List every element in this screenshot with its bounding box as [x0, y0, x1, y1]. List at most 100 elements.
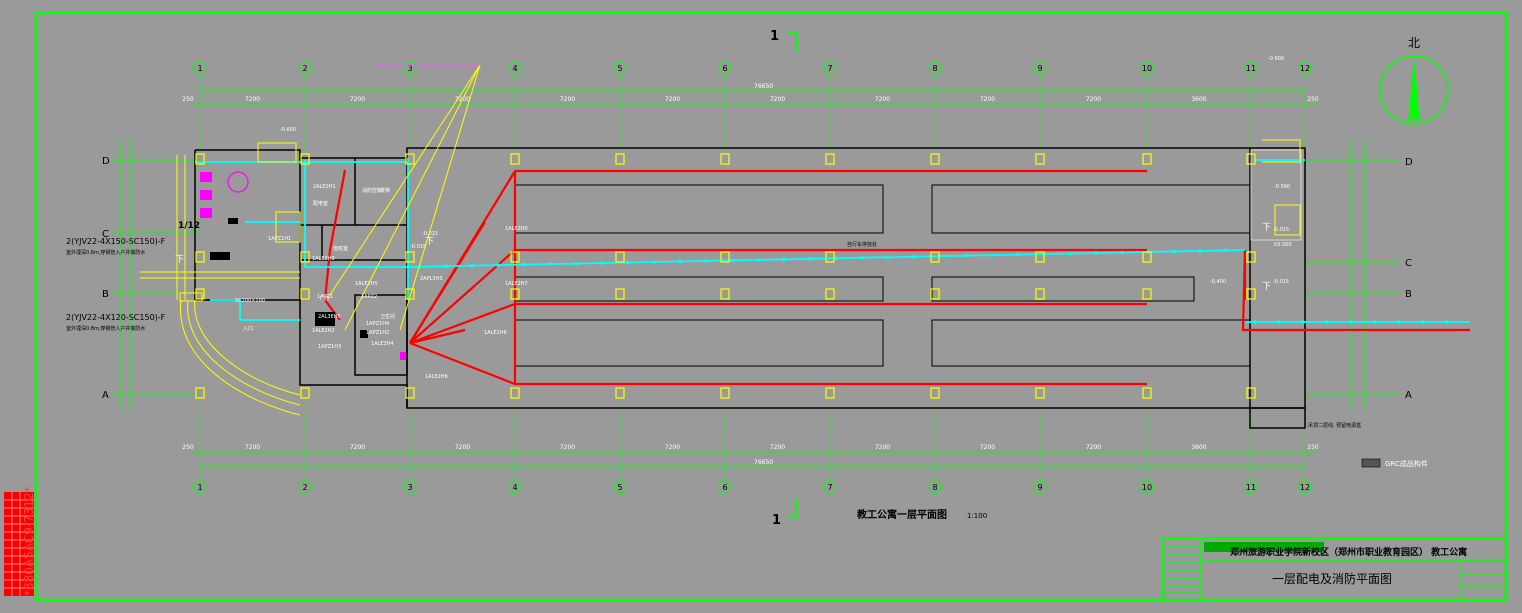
- room-label: 消防控制: [362, 187, 382, 194]
- legend-hatch-icon: [1361, 458, 1381, 468]
- grid-bubble: [718, 480, 732, 494]
- fire-device: [964, 253, 968, 258]
- dimension-value: 7200: [1086, 96, 1101, 103]
- grid-bubble: [1298, 480, 1312, 494]
- level-mark: -0.560: [1274, 184, 1290, 190]
- panel-label: 1ALE2H8: [425, 374, 448, 380]
- lamp-fixture: [1035, 153, 1045, 165]
- fire-device: [1349, 320, 1353, 324]
- fire-device: [1120, 250, 1124, 255]
- fire-device: [1068, 251, 1072, 256]
- fire-device: [548, 262, 552, 266]
- dimension-value: 250: [182, 96, 194, 103]
- panel-label: 1ALE2H2: [312, 328, 335, 334]
- ceiling-note: 吊顶二层线, 预留电源盒: [1308, 422, 1361, 429]
- grid-label: 3: [407, 64, 412, 73]
- fire-device: [600, 261, 604, 265]
- fire-device: [1445, 320, 1449, 324]
- fire-device: [834, 256, 838, 261]
- fire-devices: [418, 248, 1449, 324]
- grid-label: 6: [722, 64, 727, 73]
- grid-bubble: [508, 480, 522, 494]
- row-label-c-right: C: [1405, 258, 1412, 269]
- dimension-value: 7200: [665, 96, 680, 103]
- grid-bubble: [403, 480, 417, 494]
- fire-device: [1253, 320, 1257, 324]
- stair-down-label: 下: [175, 255, 184, 265]
- power-circuits: [323, 169, 1470, 386]
- grid-bubble: [1140, 61, 1154, 75]
- dimension-value: 7200: [980, 444, 995, 451]
- grid-label: 5: [617, 483, 622, 492]
- lamp-fixture: [405, 251, 415, 263]
- dimension-value: 7200: [455, 444, 470, 451]
- grid-bubble: [613, 61, 627, 75]
- lamp-fixture: [930, 153, 940, 165]
- plan-title: 教工公寓一层平面图: [856, 508, 947, 521]
- parking-bays: [514, 184, 1251, 367]
- lamp-fixture: [1142, 288, 1152, 300]
- fire-device: [1421, 320, 1425, 324]
- lamp-fixture: [720, 387, 730, 399]
- grid-label: 9: [1037, 64, 1042, 73]
- toilet-fixtures: [200, 172, 406, 360]
- feeder-1-cable: 2(YJV22-4X150-SC150)-F: [66, 237, 166, 246]
- level-mark: -0.015: [1273, 227, 1289, 233]
- level-mark: -0.015: [410, 244, 426, 250]
- grid-label: 4: [512, 483, 517, 492]
- panel-label: 1APZ1H4: [366, 321, 389, 327]
- section-mark-top: 1: [770, 29, 779, 44]
- sheet-title: 一层配电及消防平面图: [1272, 571, 1392, 586]
- lamp-fixture: [930, 387, 940, 399]
- panel-label: 2ALE2H1: [313, 184, 336, 190]
- lamp-fixture: [1246, 251, 1256, 263]
- grid-bubble: [508, 61, 522, 75]
- dimension-value: 7200: [770, 444, 785, 451]
- grid-label: 7: [827, 64, 832, 73]
- level-labels: -0.600-0.600-0.015-0.400±0.000-0.560-0.0…: [280, 56, 1292, 285]
- fire-device: [808, 257, 812, 261]
- grid-bubble: [823, 480, 837, 494]
- fire-device: [912, 254, 916, 259]
- panel-label: 1ALE2H9: [312, 256, 335, 262]
- lamp-fixture: [510, 387, 520, 399]
- grid-bubble: [193, 480, 207, 494]
- lamp-fixture: [1142, 251, 1152, 263]
- row-label-a-right: A: [1405, 390, 1412, 401]
- panel-label: 2APL3H3: [420, 276, 443, 282]
- lamp-fixture: [510, 153, 520, 165]
- dimension-value: 250: [1307, 96, 1319, 103]
- fire-device: [860, 255, 864, 260]
- dimension-value: 250: [182, 444, 194, 451]
- level-mark: -0.400: [1210, 279, 1226, 285]
- lamp-fixture: [720, 153, 730, 165]
- dimension-value: 7200: [980, 96, 995, 103]
- bike-area-label: 自行车停放处: [847, 241, 877, 248]
- grid-label: 1: [197, 483, 202, 492]
- panel-label: 1APZ1: [317, 294, 333, 300]
- fire-device: [1277, 320, 1281, 324]
- dimension-value: 7200: [875, 444, 890, 451]
- serial-code: *380A5AC9-7312*: [22, 486, 36, 596]
- title-block-frame: [1162, 537, 1507, 601]
- fire-device: [522, 262, 526, 267]
- room-label: 入口: [243, 326, 253, 332]
- fire-device: [652, 260, 656, 264]
- room-label: 楼梯: [380, 187, 390, 194]
- grid-label: 8: [932, 483, 937, 492]
- panel-label: 1APZ1H2: [366, 330, 389, 336]
- dimension-value: 7200: [665, 444, 680, 451]
- grid-label: 12: [1300, 64, 1310, 73]
- grid-bubble: [403, 61, 417, 75]
- fire-device: [1016, 252, 1020, 257]
- lamp-fixture: [615, 387, 625, 399]
- serial-strip: [4, 492, 34, 596]
- dimension-value: 7200: [350, 96, 365, 103]
- north-label: 北: [1408, 36, 1420, 50]
- fire-device: [782, 257, 786, 262]
- grid-label: 3: [407, 483, 412, 492]
